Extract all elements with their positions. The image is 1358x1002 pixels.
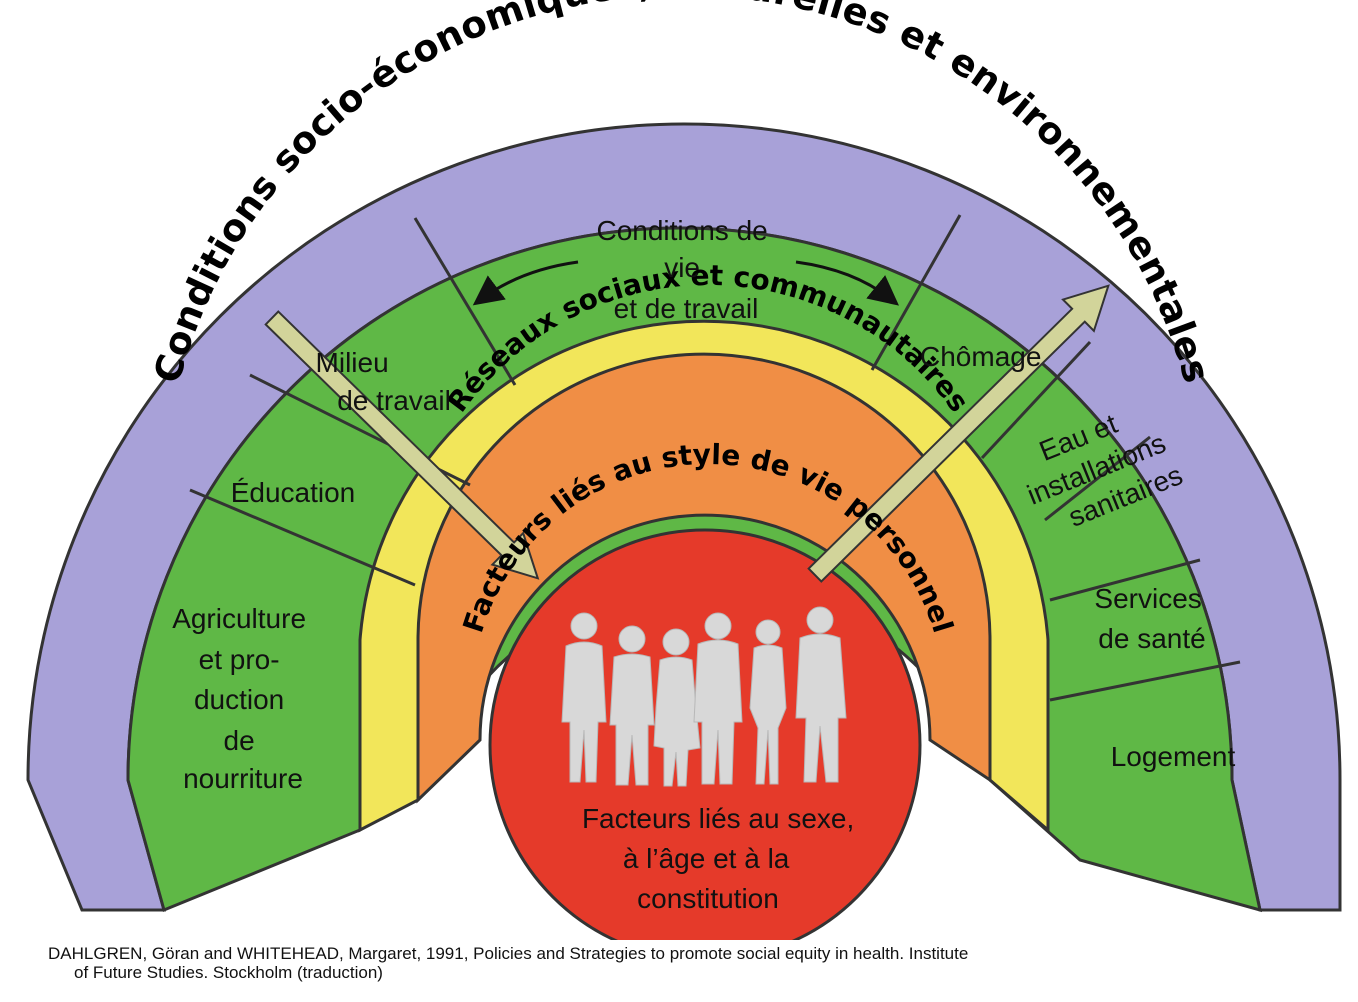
curved-arrow-right-icon	[795, 260, 899, 306]
citation-line-1: DAHLGREN, Göran and WHITEHEAD, Margaret,…	[48, 944, 969, 963]
living-conditions-header: Conditions de vie et de travail	[596, 215, 775, 324]
segment-housing: Logement	[1111, 741, 1236, 772]
segment-education: Éducation	[231, 477, 356, 508]
arrow-inward-icon	[264, 310, 540, 580]
citation: DAHLGREN, Göran and WHITEHEAD, Margaret,…	[48, 944, 1328, 982]
segment-work-environment: Milieu de travail	[316, 347, 451, 416]
lifestyle-ring	[416, 352, 992, 804]
segment-agriculture: Agriculture et pro- duction de nourritur…	[172, 603, 314, 794]
citation-line-2: of Future Studies. Stockholm (traduction…	[74, 963, 383, 982]
influence-arrows	[264, 284, 1110, 583]
segment-unemployment: Chômage	[920, 341, 1041, 372]
curved-arrow-left-icon	[472, 260, 579, 306]
segment-health-services: Services de santé	[1094, 583, 1209, 654]
rainbow-diagram: Conditions socio-économiques, culturelle…	[26, 0, 1342, 940]
arrow-outward-icon	[807, 284, 1110, 583]
people-silhouettes-icon	[561, 606, 847, 787]
core-label: Facteurs liés au sexe, à l’âge et à la c…	[582, 803, 862, 914]
